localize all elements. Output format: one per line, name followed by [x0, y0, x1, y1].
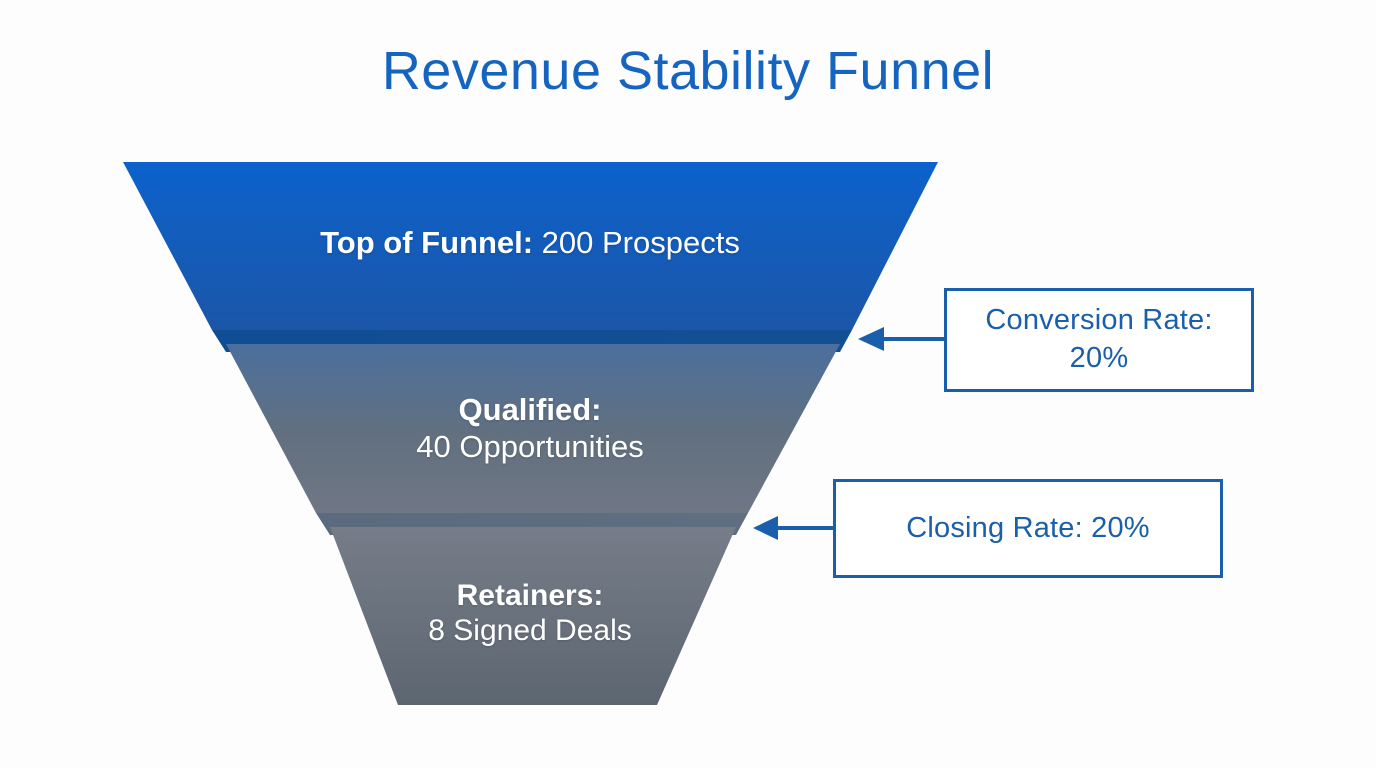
callout-conversion-rate: Conversion Rate: 20% — [944, 288, 1254, 392]
page-title: Revenue Stability Funnel — [381, 41, 995, 101]
funnel-segment-qualified — [226, 344, 840, 513]
callout-line-1: Closing Rate: 20% — [906, 511, 1150, 544]
callout-line-2: 20% — [1069, 342, 1129, 374]
arrow-left-icon-closing-rate — [753, 516, 833, 540]
funnel-segment-retainers — [330, 527, 736, 705]
arrow-left-icon-conversion-rate — [858, 327, 944, 351]
callout-closing-rate: Closing Rate: 20% — [833, 479, 1223, 578]
callout-line-1: Conversion Rate: — [985, 304, 1213, 337]
funnel-segment-top-of-funnel — [123, 162, 938, 330]
